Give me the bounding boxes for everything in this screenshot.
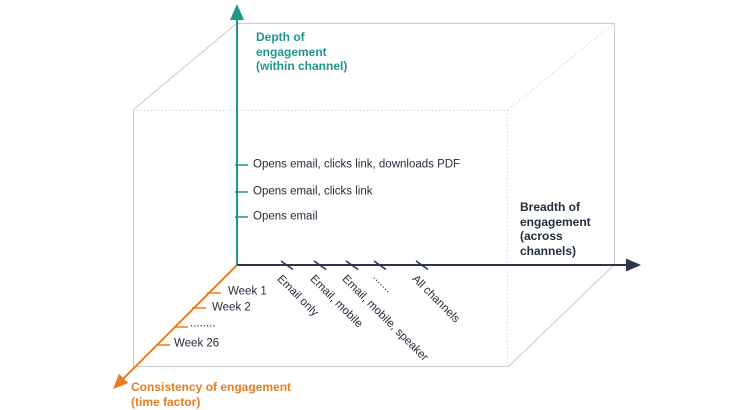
- depth-axis-arrowhead-icon: [230, 4, 244, 20]
- depth-tick-label-1: Opens email, clicks link, downloads PDF: [253, 158, 461, 171]
- consistency-axis-arrowhead-icon: [113, 373, 129, 389]
- breadth-tick-5: [415, 260, 429, 271]
- consistency-axis-title-line: Consistency of engagement: [131, 380, 292, 394]
- breadth-axis-arrowhead-icon: [626, 258, 641, 272]
- breadth-tick-1: [280, 260, 294, 271]
- breadth-axis-title-line: (across: [520, 229, 563, 243]
- cube-wireframe-hidden-edges: [133, 22, 615, 367]
- depth-tick-label-3: Opens email: [253, 210, 318, 223]
- depth-axis-title-line: (within channel): [256, 59, 348, 73]
- cube-wireframe: [132, 22, 615, 368]
- cube-edge-top-left-diagonal: [132, 22, 238, 111]
- depth-axis-title: Depth of engagement (within channel): [256, 30, 347, 74]
- depth-axis-title-line: engagement: [256, 44, 327, 59]
- breadth-axis-title-line: channels): [520, 243, 577, 258]
- breadth-axis: [237, 258, 641, 272]
- consistency-axis-title-line: (time factor): [131, 394, 201, 409]
- consistency-tick-label-4: Week 26: [174, 337, 220, 350]
- cube-edge-bottom-right-diagonal: [507, 264, 615, 368]
- depth-axis-ticks: [235, 164, 248, 218]
- breadth-tick-2: [313, 260, 327, 271]
- breadth-axis-title: Breadth of engagement (across channels): [520, 200, 591, 258]
- depth-axis: [230, 4, 248, 265]
- breadth-axis-title-line: Breadth of: [520, 200, 580, 214]
- consistency-axis-ticks: [156, 292, 221, 346]
- breadth-axis-title-line: engagement: [520, 214, 591, 229]
- breadth-tick-3: [345, 260, 359, 271]
- cube-edge-top-right-diagonal-dotted: [507, 22, 615, 111]
- consistency-tick-label-2: Week 2: [212, 301, 251, 314]
- consistency-tick-label-3: ........: [190, 317, 216, 330]
- breadth-tick-4: [373, 260, 387, 271]
- depth-tick-label-2: Opens email, clicks link: [253, 185, 373, 198]
- consistency-tick-label-1: Week 1: [228, 285, 267, 298]
- breadth-axis-ticks: [280, 260, 429, 271]
- consistency-axis: [113, 264, 238, 389]
- consistency-axis-title: Consistency of engagement (time factor): [131, 380, 291, 409]
- depth-axis-title-line: Depth of: [256, 30, 305, 44]
- consistency-axis-line: [122, 264, 238, 380]
